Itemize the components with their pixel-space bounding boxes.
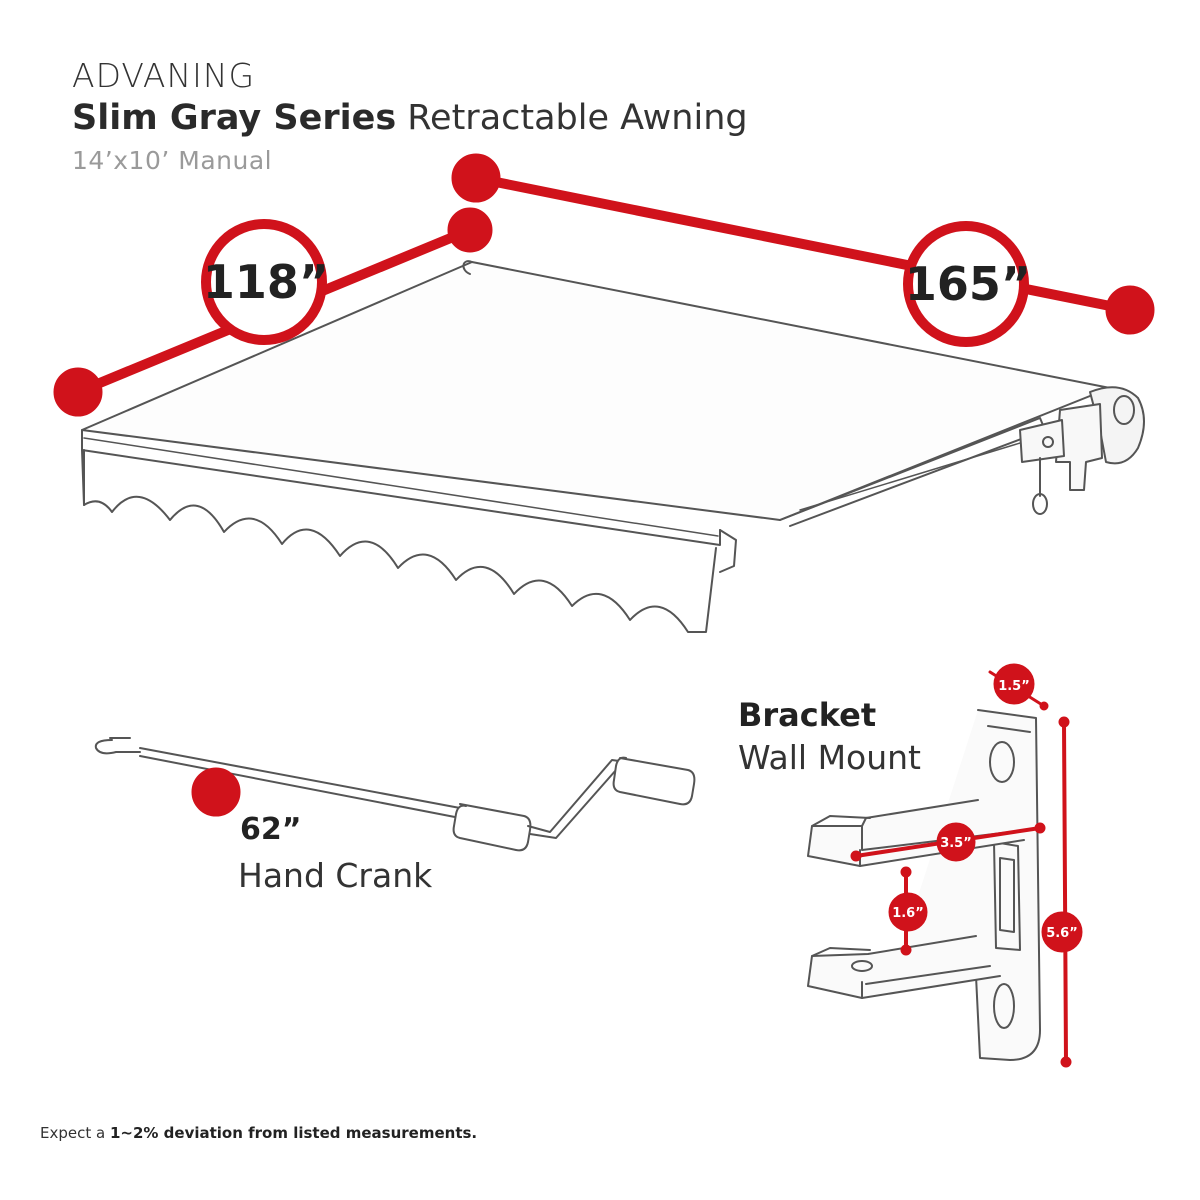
series-name: Slim Gray Series bbox=[72, 98, 397, 138]
hand-crank-illustration bbox=[94, 737, 696, 852]
bracket-depth-label: 1.5” bbox=[998, 679, 1030, 694]
width-bracket-badge bbox=[936, 822, 976, 862]
bracket-subtitle: Wall Mount bbox=[738, 738, 921, 777]
crank-length: 62” bbox=[240, 812, 302, 847]
gap-dimension-badge bbox=[888, 892, 928, 932]
width-label: 165” bbox=[905, 257, 1031, 311]
projection-dimension-badge bbox=[201, 219, 327, 345]
product-type: Retractable Awning bbox=[396, 98, 748, 138]
crank-marker-dot bbox=[191, 767, 241, 817]
measurement-footnote: Expect a 1~2% deviation from listed meas… bbox=[40, 1124, 477, 1142]
bracket-height-label: 5.6” bbox=[1046, 926, 1078, 941]
footnote-prefix: Expect a bbox=[40, 1124, 110, 1142]
brand-name: ADVANING bbox=[72, 56, 256, 95]
bracket-title: Bracket bbox=[738, 696, 877, 734]
projection-label: 118” bbox=[203, 255, 329, 309]
height-dimension-badge bbox=[1041, 911, 1083, 953]
size-variant: 14’x10’ Manual bbox=[72, 146, 273, 175]
footnote-emphasis: 1~2% deviation from listed measurements. bbox=[109, 1124, 478, 1142]
bracket-gap-label: 1.6” bbox=[892, 906, 924, 921]
width-dimension-badge bbox=[903, 221, 1029, 347]
crank-eye-icon bbox=[1032, 493, 1048, 515]
product-title: Slim Gray Series Retractable Awning bbox=[72, 98, 748, 138]
bracket-illustration bbox=[807, 709, 1041, 1061]
awning-illustration bbox=[81, 260, 1145, 633]
depth-dimension-badge bbox=[993, 663, 1035, 705]
bracket-width-label: 3.5” bbox=[940, 836, 972, 851]
crank-label: Hand Crank bbox=[238, 856, 433, 895]
